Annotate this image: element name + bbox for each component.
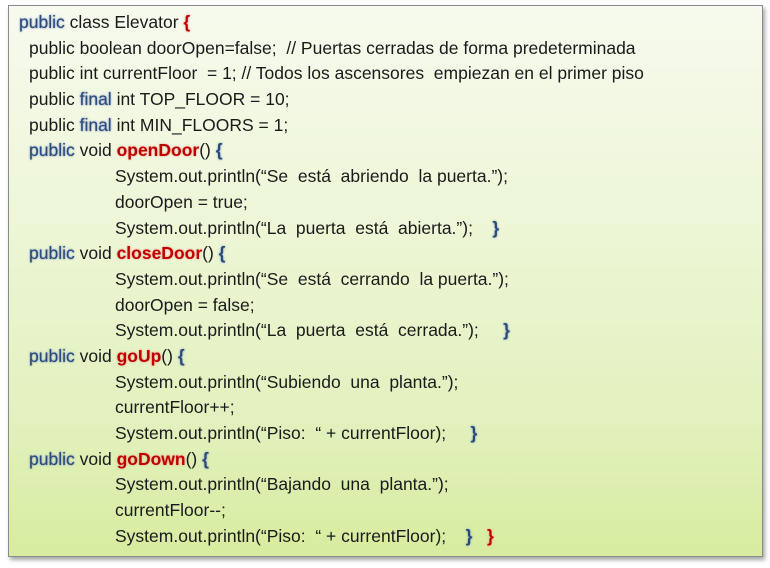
code-line-dooropen-field: public boolean doorOpen=false; // Puerta…: [19, 36, 644, 62]
code-line-class-declaration: public class Elevator {: [19, 10, 644, 36]
statement-text: doorOpen = false;: [115, 294, 255, 315]
field-text: int MIN_FLOORS = 1;: [111, 114, 289, 135]
code-snippet-box: public class Elevator { public boolean d…: [8, 5, 763, 557]
method-name-opendoor: openDoor: [116, 140, 200, 161]
keyword-public: public: [29, 448, 75, 469]
method-open-brace: {: [215, 140, 223, 161]
keyword-public: public: [19, 12, 65, 32]
method-name-goup: goUp: [116, 345, 162, 366]
statement-text: System.out.println(“Se está abriendo la …: [115, 166, 508, 187]
keyword-final: final: [79, 89, 112, 110]
keyword-final: final: [79, 114, 112, 135]
params-text: (): [185, 448, 203, 469]
code-line-statement: currentFloor++;: [19, 395, 644, 421]
code-line-godown-signature: public void goDown() {: [19, 447, 644, 473]
method-close-brace: }: [503, 320, 510, 341]
statement-text: currentFloor++;: [115, 397, 235, 418]
method-close-brace: }: [470, 423, 478, 443]
keyword-public: public: [29, 345, 75, 366]
statement-text: System.out.println(“La puerta está cerra…: [115, 320, 504, 341]
method-close-brace: }: [465, 525, 473, 546]
class-close-brace: }: [487, 525, 494, 546]
modifier-text: public: [29, 89, 80, 110]
return-type-text: void: [74, 140, 117, 161]
code-line-min-floors-field: public final int MIN_FLOORS = 1;: [19, 113, 644, 139]
code-line-statement: System.out.println(“Se está abriendo la …: [19, 164, 644, 190]
method-open-brace: {: [177, 345, 185, 366]
field-text: public int currentFloor = 1; // Todos lo…: [29, 63, 644, 84]
statement-text: System.out.println(“La puerta está abier…: [115, 217, 493, 238]
statement-text: System.out.println(“Se está cerrando la …: [115, 268, 509, 289]
method-open-brace: {: [218, 243, 226, 264]
method-name-godown: goDown: [116, 448, 186, 469]
keyword-public: public: [29, 243, 75, 264]
code-line-statement: System.out.println(“Bajando una planta.”…: [19, 472, 644, 498]
statement-text: currentFloor--;: [115, 500, 226, 521]
spacing-text: [472, 526, 487, 546]
params-text: (): [161, 345, 178, 366]
params-text: (): [199, 140, 216, 161]
params-text: (): [202, 243, 219, 264]
return-type-text: void: [74, 448, 117, 469]
method-open-brace: {: [202, 448, 209, 469]
return-type-text: void: [74, 243, 117, 264]
statement-text: System.out.println(“Bajando una planta.”…: [115, 474, 449, 495]
code-line-currentfloor-field: public int currentFloor = 1; // Todos lo…: [19, 61, 644, 87]
statement-text: System.out.println(“Piso: “ + currentFlo…: [115, 423, 471, 443]
class-name-text: class Elevator: [64, 12, 184, 32]
code-line-closedoor-signature: public void closeDoor() {: [19, 241, 644, 267]
code-line-statement: doorOpen = true;: [19, 190, 644, 216]
code-block: public class Elevator { public boolean d…: [19, 10, 644, 549]
statement-text: doorOpen = true;: [115, 191, 248, 212]
code-line-statement: System.out.println(“Subiendo una planta.…: [19, 370, 644, 396]
code-line-statement: System.out.println(“Piso: “ + currentFlo…: [19, 421, 644, 447]
keyword-public: public: [29, 140, 75, 161]
method-name-closedoor: closeDoor: [116, 243, 203, 264]
code-line-statement: currentFloor--;: [19, 498, 644, 524]
statement-text: System.out.println(“Piso: “ + currentFlo…: [115, 525, 466, 546]
field-text: int TOP_FLOOR = 10;: [111, 89, 290, 110]
return-type-text: void: [74, 345, 117, 366]
code-line-statement: System.out.println(“La puerta está cerra…: [19, 318, 644, 344]
code-line-statement: doorOpen = false;: [19, 293, 644, 319]
statement-text: System.out.println(“Subiendo una planta.…: [115, 371, 459, 392]
field-text: public boolean doorOpen=false; // Puerta…: [29, 37, 636, 58]
method-close-brace: }: [492, 217, 500, 238]
class-open-brace: {: [183, 12, 191, 32]
code-line-statement: System.out.println(“Piso: “ + currentFlo…: [19, 524, 644, 550]
code-line-statement: System.out.println(“Se está cerrando la …: [19, 267, 644, 293]
code-line-top-floor-field: public final int TOP_FLOOR = 10;: [19, 87, 644, 113]
modifier-text: public: [29, 114, 80, 135]
code-line-statement: System.out.println(“La puerta está abier…: [19, 216, 644, 242]
code-line-goup-signature: public void goUp() {: [19, 344, 644, 370]
code-line-opendoor-signature: public void openDoor() {: [19, 138, 644, 164]
